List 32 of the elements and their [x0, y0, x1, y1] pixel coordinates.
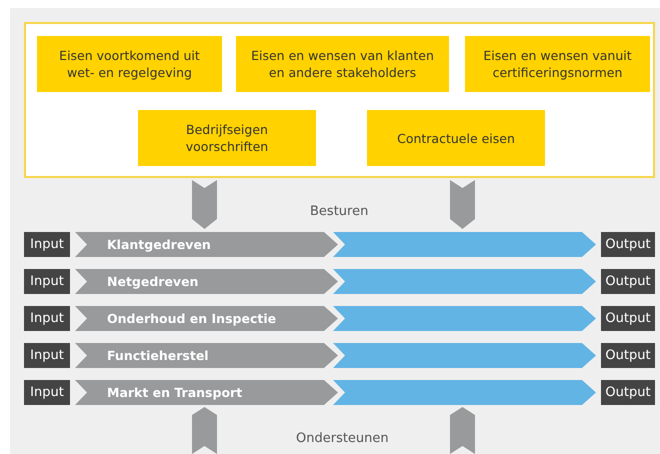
io-box: Input — [24, 306, 70, 331]
io-box: Input — [24, 232, 70, 257]
io-box: Input — [24, 343, 70, 368]
chevron-arrow — [192, 180, 216, 229]
section-label: Besturen — [310, 204, 368, 219]
process-step: Netgedreven — [75, 269, 338, 294]
section-label: Ondersteunen — [296, 431, 389, 446]
requirement-box: Bedrijfseigen voorschriften — [138, 110, 316, 166]
io-box: Output — [601, 306, 655, 331]
io-box: Input — [24, 269, 70, 294]
process-step — [333, 306, 596, 331]
process-step — [333, 232, 596, 257]
requirement-box: Eisen voortkomend uit wet- en regelgeving — [37, 36, 222, 92]
chevron-arrow — [450, 407, 474, 454]
io-box: Output — [601, 380, 655, 405]
process-step — [333, 269, 596, 294]
io-box: Output — [601, 269, 655, 294]
process-step: Markt en Transport — [75, 380, 338, 405]
chevron-arrow — [192, 407, 216, 454]
process-step — [333, 380, 596, 405]
process-step: Onderhoud en Inspectie — [75, 306, 338, 331]
process-step: Klantgedreven — [75, 232, 338, 257]
io-box: Input — [24, 380, 70, 405]
io-box: Output — [601, 232, 655, 257]
chevron-arrow — [450, 180, 474, 229]
requirements-panel — [24, 22, 655, 178]
io-box: Output — [601, 343, 655, 368]
requirement-box: Eisen en wensen van klanten en andere stakeholders — [236, 36, 449, 92]
process-step — [333, 343, 596, 368]
requirement-box: Eisen en wensen vanuit certificeringsnormen — [465, 36, 650, 92]
process-step: Functieherstel — [75, 343, 338, 368]
requirement-box: Contractuele eisen — [367, 110, 545, 166]
